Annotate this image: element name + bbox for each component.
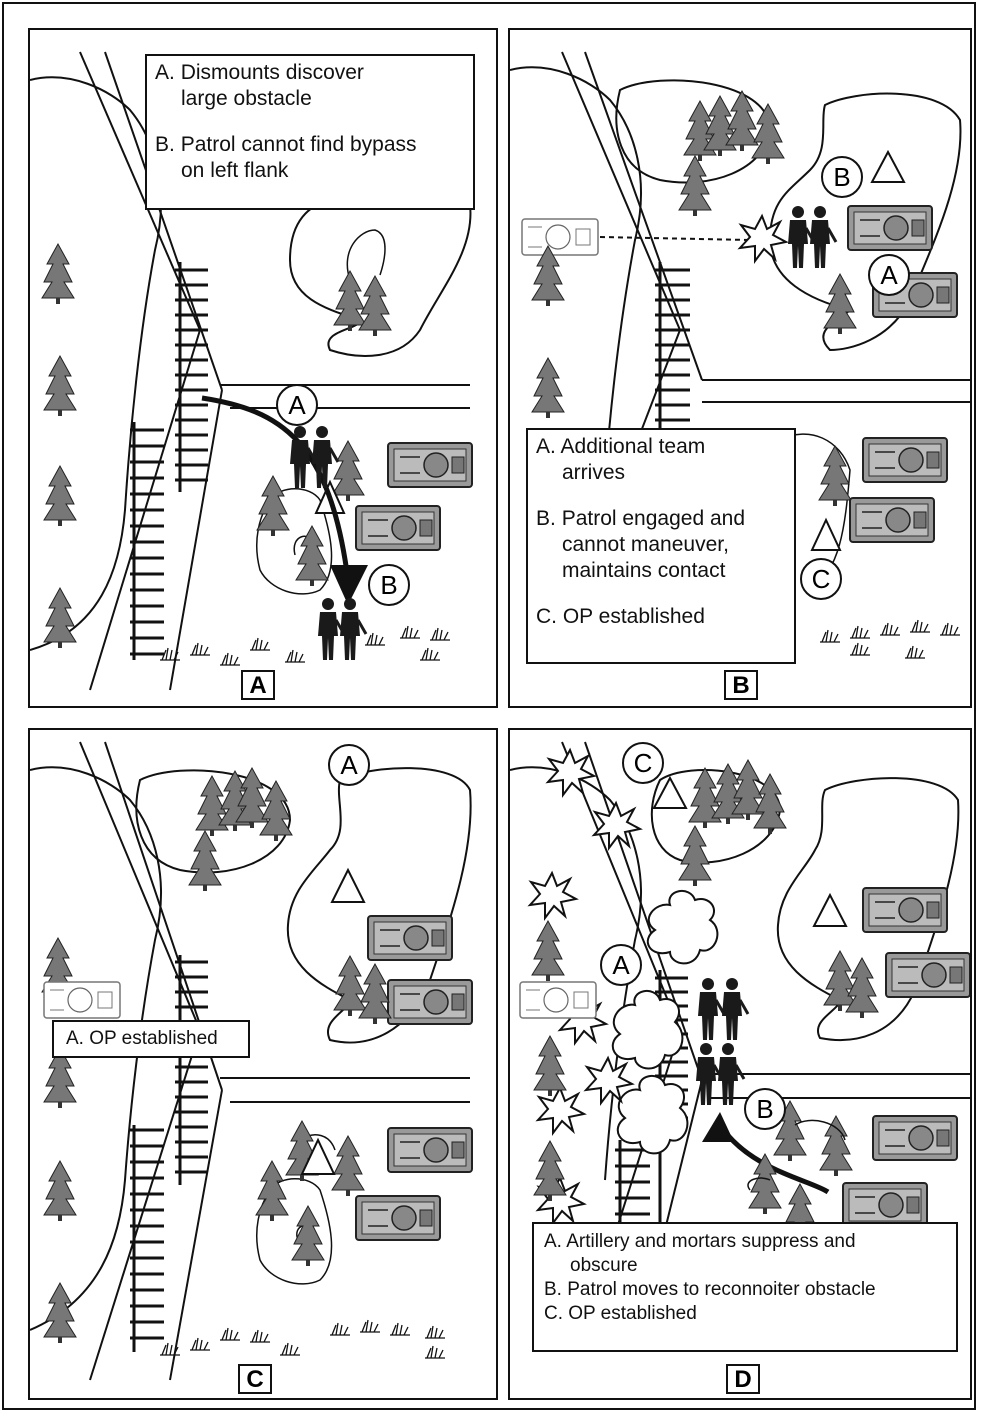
panel-d-label: D [726, 1364, 760, 1394]
panel-a-label: A [241, 670, 275, 700]
obstacle-upper [175, 270, 208, 480]
note-item: B. Patrol moves to reconnoiter obstacle [544, 1278, 946, 1302]
marker-a: A [328, 744, 370, 786]
marker-a: A [600, 944, 642, 986]
marker-b: B [744, 1088, 786, 1130]
obstacle-upper [175, 962, 208, 1172]
panel-c-label: C [238, 1364, 272, 1394]
marker-a: A [868, 254, 910, 296]
op-triangle [814, 895, 846, 926]
panel-b-label: B [724, 670, 758, 700]
op-triangle [812, 520, 840, 550]
marker-c: C [622, 742, 664, 784]
marker-b: B [368, 564, 410, 606]
panel-c-map [30, 730, 498, 1400]
op-triangle [872, 152, 904, 182]
marker-a: A [276, 384, 318, 426]
panel-c-note: A. OP established [52, 1020, 250, 1058]
note-item: C. OP established [536, 604, 786, 630]
note-item: A. OP established [66, 1027, 236, 1051]
panel-c: A. OP established A C [28, 728, 498, 1400]
marker-c: C [800, 558, 842, 600]
smoke-screen [613, 891, 718, 1153]
op-triangle [332, 870, 364, 902]
note-item: C. OP established [544, 1302, 946, 1326]
marker-b: B [821, 156, 863, 198]
